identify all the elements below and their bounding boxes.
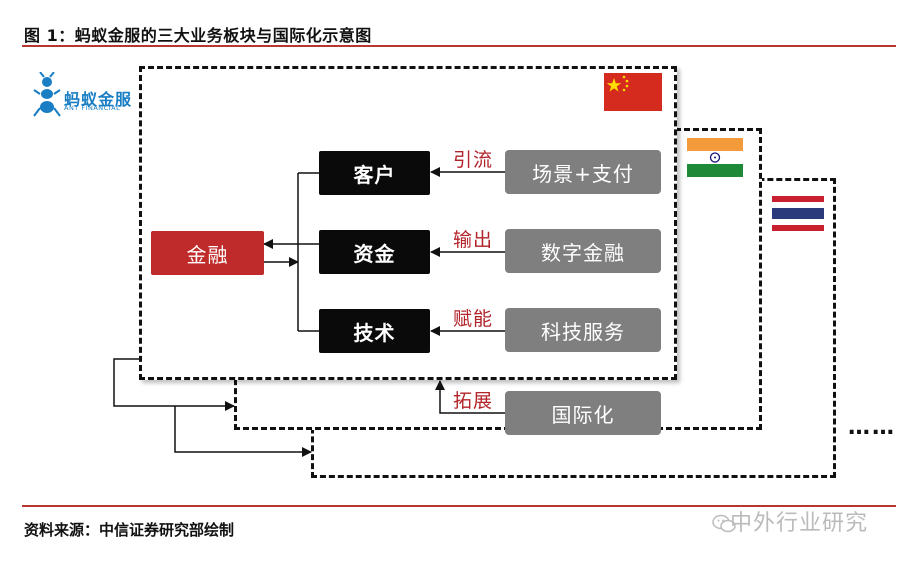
scenario-payment-box: 场景+支付: [505, 150, 661, 194]
empower-label: 赋能: [453, 308, 494, 330]
capital-box: 资金: [319, 230, 430, 274]
logo-name: 蚂蚁金服: [64, 90, 133, 109]
top-divider: [22, 45, 896, 47]
finance-box: 金融: [151, 231, 264, 275]
bottom-divider: [22, 505, 896, 507]
ellipsis: ……: [848, 415, 896, 440]
china-flag: [604, 73, 662, 111]
watermark: 中外行业研究: [730, 511, 869, 536]
figure-title: 图 1：蚂蚁金服的三大业务板块与国际化示意图: [24, 26, 372, 45]
technology-box: 技术: [319, 309, 430, 353]
tech-service-box: 科技服务: [505, 308, 661, 352]
india-flag: [687, 138, 743, 177]
ant-financial-logo: [33, 72, 61, 117]
digital-finance-box: 数字金融: [505, 229, 661, 273]
internationalization-box: 国际化: [505, 391, 661, 435]
logo-subtitle: ANT FINANCIAL: [64, 104, 121, 112]
expand-label: 拓展: [453, 390, 494, 412]
source-note: 资料来源：中信证券研究部绘制: [24, 521, 235, 539]
wechat-icon: [712, 514, 736, 533]
customer-box: 客户: [319, 151, 430, 195]
thailand-flag: [772, 196, 824, 231]
traffic-label: 引流: [453, 149, 494, 171]
output-label: 输出: [453, 229, 494, 251]
